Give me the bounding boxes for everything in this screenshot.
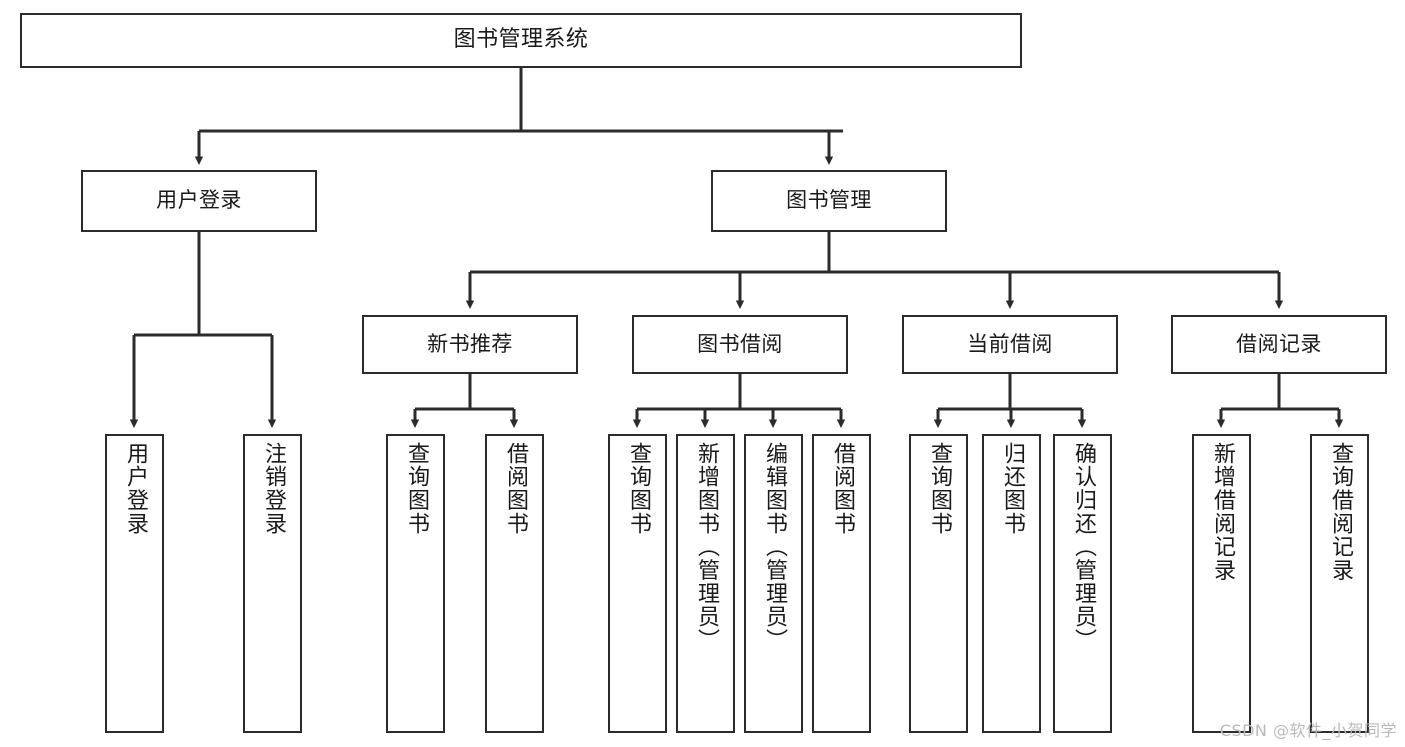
node-borrow-record[interactable]: 借阅记录 — [1171, 315, 1387, 374]
node-book-manage[interactable]: 图书管理 — [711, 170, 947, 232]
node-label: 查询图书 — [926, 442, 952, 536]
node-leaf-query-book-2[interactable]: 查询图书 — [608, 434, 667, 733]
node-label: 新增图书（管理员） — [693, 442, 719, 652]
node-label: 图书借阅 — [697, 331, 783, 356]
node-label: 借阅记录 — [1236, 331, 1322, 356]
node-label: 用户登录 — [156, 188, 242, 213]
node-leaf-confirm-return[interactable]: 确认归还（管理员） — [1053, 434, 1112, 733]
node-current-borrow[interactable]: 当前借阅 — [902, 315, 1118, 374]
node-user-login[interactable]: 用户登录 — [81, 170, 317, 232]
node-label: 新增借阅记录 — [1209, 442, 1235, 582]
node-leaf-user-login[interactable]: 用户登录 — [105, 434, 164, 733]
node-label: 图书管理 — [786, 188, 872, 213]
node-label: 编辑图书（管理员） — [761, 442, 787, 652]
node-label: 借阅图书 — [829, 442, 855, 536]
csdn-watermark: CSDN @软件_小贺同学 — [1219, 721, 1397, 740]
node-label: 借阅图书 — [502, 442, 528, 536]
node-leaf-borrow-book-1[interactable]: 借阅图书 — [485, 434, 544, 733]
node-leaf-add-record[interactable]: 新增借阅记录 — [1192, 434, 1251, 733]
node-leaf-query-record[interactable]: 查询借阅记录 — [1310, 434, 1369, 733]
node-leaf-add-book[interactable]: 新增图书（管理员） — [676, 434, 735, 733]
node-book-borrow[interactable]: 图书借阅 — [632, 315, 848, 374]
node-leaf-query-book-3[interactable]: 查询图书 — [909, 434, 968, 733]
node-leaf-borrow-book-2[interactable]: 借阅图书 — [812, 434, 871, 733]
node-label: 查询图书 — [625, 442, 651, 536]
node-leaf-query-book-1[interactable]: 查询图书 — [386, 434, 445, 733]
node-label: 新书推荐 — [427, 331, 513, 356]
node-leaf-logout[interactable]: 注销登录 — [243, 434, 302, 733]
node-label: 确认归还（管理员） — [1070, 442, 1096, 652]
node-leaf-edit-book[interactable]: 编辑图书（管理员） — [744, 434, 803, 733]
node-label: 图书管理系统 — [453, 27, 589, 53]
node-label: 当前借阅 — [967, 331, 1053, 356]
node-label: 用户登录 — [122, 442, 148, 536]
node-root-book-management-system[interactable]: 图书管理系统 — [20, 13, 1022, 68]
node-label: 查询借阅记录 — [1327, 442, 1353, 582]
node-label: 查询图书 — [403, 442, 429, 536]
node-leaf-return-book[interactable]: 归还图书 — [982, 434, 1041, 733]
node-new-book-recommend[interactable]: 新书推荐 — [362, 315, 578, 374]
node-label: 归还图书 — [999, 442, 1025, 536]
node-label: 注销登录 — [260, 442, 286, 536]
